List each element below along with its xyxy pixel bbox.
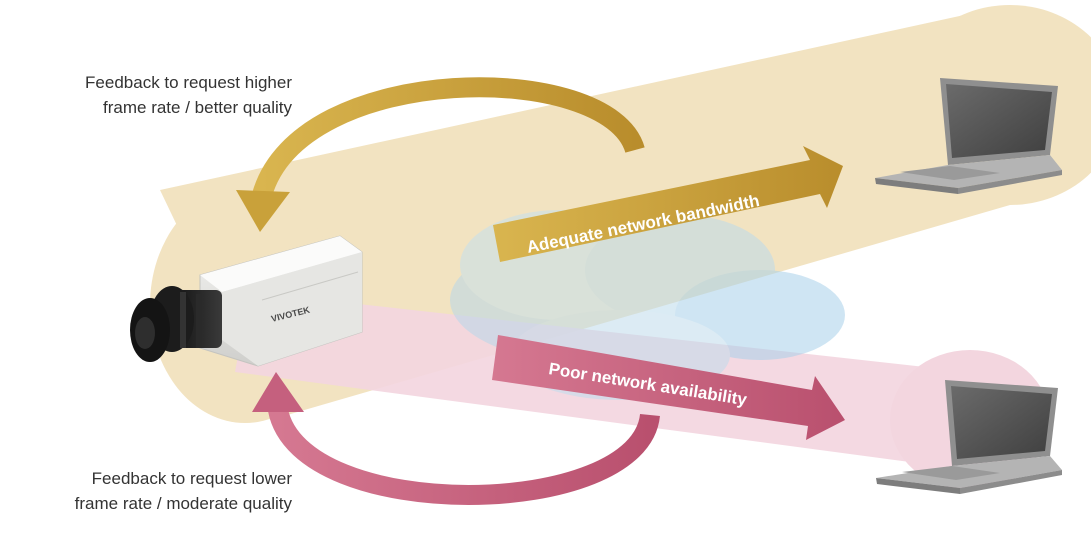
feedback-higher-caption: Feedback to request higher frame rate / … (10, 70, 292, 120)
feedback-lower-caption: Feedback to request lower frame rate / m… (10, 466, 292, 516)
laptop-icon (876, 380, 1062, 494)
ip-camera-icon: VIVOTEK (130, 235, 363, 367)
laptop-icon (875, 78, 1062, 194)
feedback-arrow-top (236, 77, 645, 232)
feedback-higher-line1: Feedback to request higher (85, 73, 292, 92)
feedback-lower-line2: frame rate / moderate quality (74, 494, 292, 513)
feedback-arrow-bottom (252, 372, 660, 505)
feedback-higher-line2: frame rate / better quality (103, 98, 292, 117)
feedback-lower-line1: Feedback to request lower (91, 469, 292, 488)
